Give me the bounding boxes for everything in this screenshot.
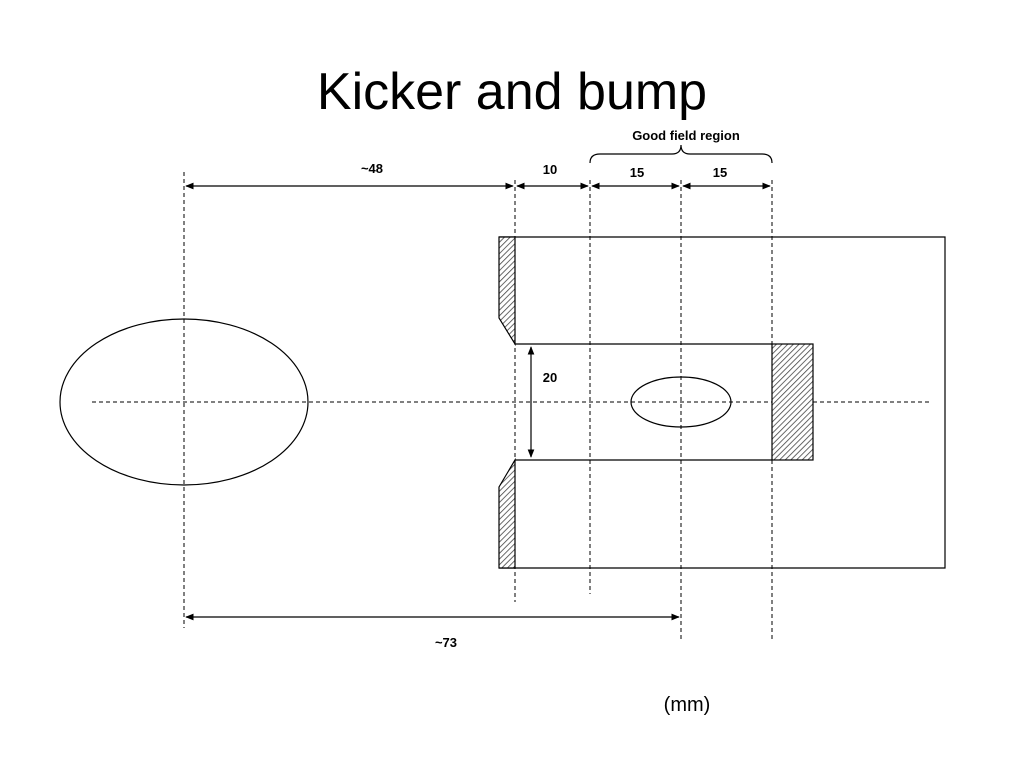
page-title: Kicker and bump (316, 63, 708, 121)
dim-label-48: ~48 (361, 161, 383, 176)
injected-beam-ellipse (630, 376, 732, 428)
conductor-block (771, 343, 814, 461)
dim-label-15-b: 15 (713, 165, 727, 180)
dim-label-10: 10 (543, 162, 557, 177)
kicker-outline (499, 236, 946, 569)
dim-label-15-a: 15 (630, 165, 644, 180)
good-field-region-label: Good field region (632, 128, 740, 143)
units-label: (mm) (664, 694, 711, 716)
dim-label-20: 20 (543, 370, 557, 385)
dim-label-73: ~73 (435, 635, 457, 650)
septum-blade-bottom (498, 457, 516, 569)
good-field-brace (589, 144, 773, 164)
circulating-beam-ellipse (59, 318, 309, 486)
septum-blade-top (498, 236, 516, 347)
